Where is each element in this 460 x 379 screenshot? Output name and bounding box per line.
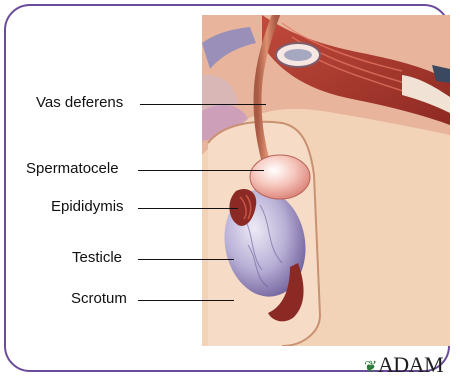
leader-epididymis [138, 208, 238, 209]
leaf-icon: ❦ [364, 359, 377, 376]
logo-text: ADAM [378, 352, 443, 377]
label-spermatocele: Spermatocele [26, 160, 119, 178]
label-testicle: Testicle [72, 249, 122, 267]
anatomy-illustration [202, 15, 450, 346]
label-vas-deferens: Vas deferens [36, 94, 123, 112]
leader-vas-deferens [140, 104, 266, 105]
leader-scrotum [138, 300, 234, 301]
label-epididymis: Epididymis [51, 198, 124, 216]
adam-logo: ❦ADAM [364, 352, 443, 378]
leader-testicle [138, 259, 234, 260]
spermatocele-cyst [250, 155, 310, 199]
label-scrotum: Scrotum [71, 290, 127, 308]
leader-spermatocele [138, 170, 264, 171]
